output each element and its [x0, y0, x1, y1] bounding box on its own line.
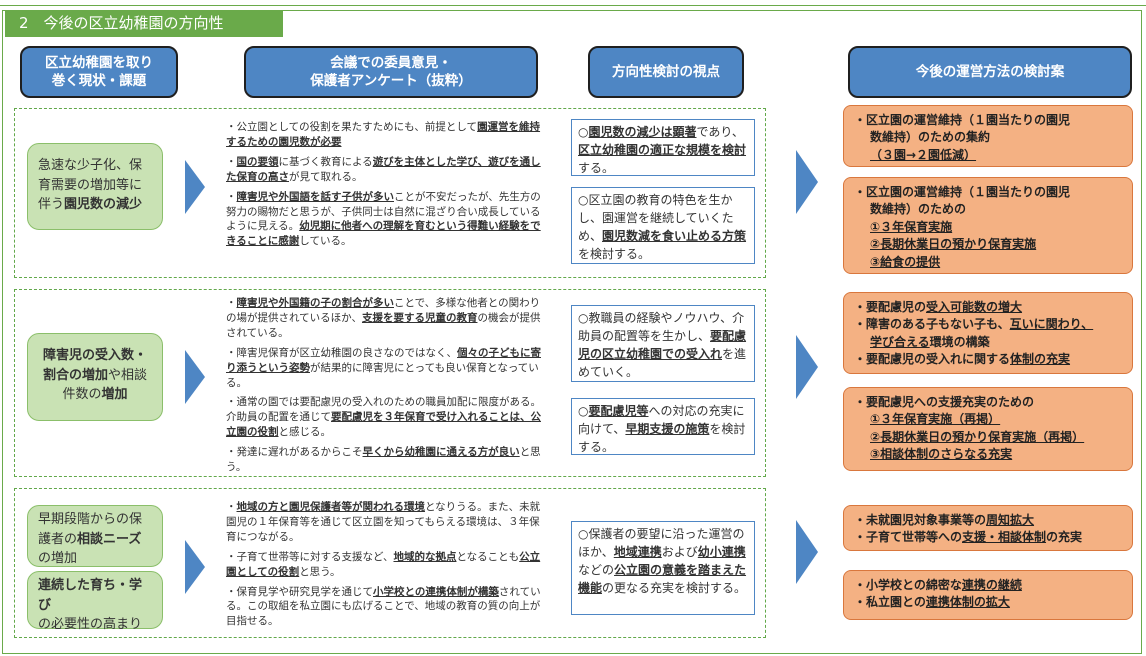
header-perspective: 方向性検討の視点: [588, 46, 744, 98]
row1-perspective-1: ○園児数の減少は顕著であり、区立幼稚園の適正な規模を検討する。: [571, 119, 755, 176]
row2-perspective-1: ○教職員の経験やノウハウ、介助員の配置等を生かし、要配慮児の区立幼稚園での受入れ…: [571, 305, 755, 382]
row1-opinions: ・公立園としての役割を果たすためにも、前提として園運営を維持するための園児数が必…: [226, 120, 546, 254]
list-item: ・保育見学や研究見学を通じて小学校との連携体制が構築されている。この取組を私立園…: [226, 585, 541, 628]
row3-plan-2: ・小学校との綿密な連携の継続 ・私立園との連携体制の拡大: [843, 570, 1133, 620]
section-frame: [2, 10, 1142, 654]
row2-perspective-2: ○要配慮児等への対応の充実に向けて、早期支援の施策を検討する。: [571, 398, 755, 455]
row3-perspective-1: ○保護者の要望に沿った運営のほか、地域連携および幼小連携などの公立園の意義を踏ま…: [571, 521, 755, 615]
list-item: ・発達に遅れがあるからこそ早くから幼稚園に通える方が良いと思う。: [226, 446, 541, 474]
row3-issue-box-2: 連続した育ち・学びの必要性の高まり: [27, 571, 163, 632]
row3-opinions: ・地域の方と園児保護者等が関われる環境となりうる。また、未就園児の１年保育等を通…: [226, 500, 546, 634]
section-title: 2 今後の区立幼稚園の方向性: [5, 10, 283, 37]
list-item: ・障害児や外国語を話す子供が多いことが不安だったが、先生方の努力の賜物だと思うが…: [226, 190, 541, 248]
row3-issue-box-1: 早期段階からの保護者の相談ニーズの増加: [27, 505, 163, 567]
list-item: ・公立園としての役割を果たすためにも、前提として園運営を維持するための園児数が必…: [226, 121, 541, 148]
list-item: ・通常の園では要配慮児の受入れのための職員加配に限度がある。介助員の配置を通じて…: [226, 396, 541, 439]
list-item: ・地域の方と園児保護者等が関われる環境となりうる。また、未就園児の１年保育等を通…: [226, 501, 541, 543]
row1-plan-1: ・区立園の運営維持（１園当たりの園児数維持）のための集約（３園→２園低減）: [843, 105, 1133, 167]
top-divider: [0, 0, 1146, 6]
row3-frame: [14, 488, 766, 638]
row1-issue-emphasis: 園児数の減少: [64, 197, 143, 212]
row1-plan-arrow-icon: [796, 150, 818, 214]
list-item: ・障害児や外国籍の子の割合が多いことで、多様な他者との関わりの場が提供されている…: [226, 297, 541, 339]
row3-arrow-icon: [185, 540, 205, 594]
row2-arrow-icon: [185, 350, 205, 404]
list-item: ・障害児保育が区立幼稚園の良さなのではなく、個々の子どもに寄り添うという姿勢が結…: [226, 346, 541, 389]
row1-arrow-icon: [185, 160, 205, 214]
row1-frame: [14, 108, 766, 278]
row3-plan-1: ・未就園児対象事業等の周知拡大 ・子育て世帯等への支援・相談体制の充実: [843, 505, 1133, 551]
row2-frame: [14, 289, 766, 477]
list-item: ・国の要領に基づく教育による遊びを主体とした学び、遊びを通した保育の高さが見て取…: [226, 155, 541, 183]
header-committee-opinions: 会議での委員意見・ 保護者アンケート（抜粋）: [244, 46, 538, 98]
row2-plan-arrow-icon: [796, 335, 818, 399]
header-future-plans: 今後の運営方法の検討案: [848, 46, 1132, 98]
header-current-issues: 区立幼稚園を取り 巻く現状・課題: [20, 46, 178, 98]
row3-plan-arrow-icon: [796, 520, 818, 584]
row1-perspective-2: ○区立園の教育の特色を生かし、園運営を継続していくため、園児数減を食い止める方策…: [571, 187, 755, 264]
row2-opinions: ・障害児や外国籍の子の割合が多いことで、多様な他者との関わりの場が提供されている…: [226, 296, 546, 480]
row1-issue-text: 急速な少子化、保育需要の増加等に伴う: [38, 158, 143, 212]
row2-plan-2: ・要配慮児への支援充実のための ①３年保育実施（再掲）②長期休業日の預かり保育実…: [843, 387, 1133, 471]
row1-issue-box: 急速な少子化、保育需要の増加等に伴う園児数の減少: [27, 143, 163, 230]
row2-issue-box: 障害児の受入数・割合の増加や相談件数の増加: [27, 333, 163, 421]
list-item: ・子育て世帯等に対する支援など、地域的な拠点となることも公立園としての役割と思う…: [226, 550, 541, 578]
row2-plan-1: ・要配慮児の受入可能数の増大 ・障害のある子もない子も、互いに関わり、 学び合え…: [843, 292, 1133, 374]
